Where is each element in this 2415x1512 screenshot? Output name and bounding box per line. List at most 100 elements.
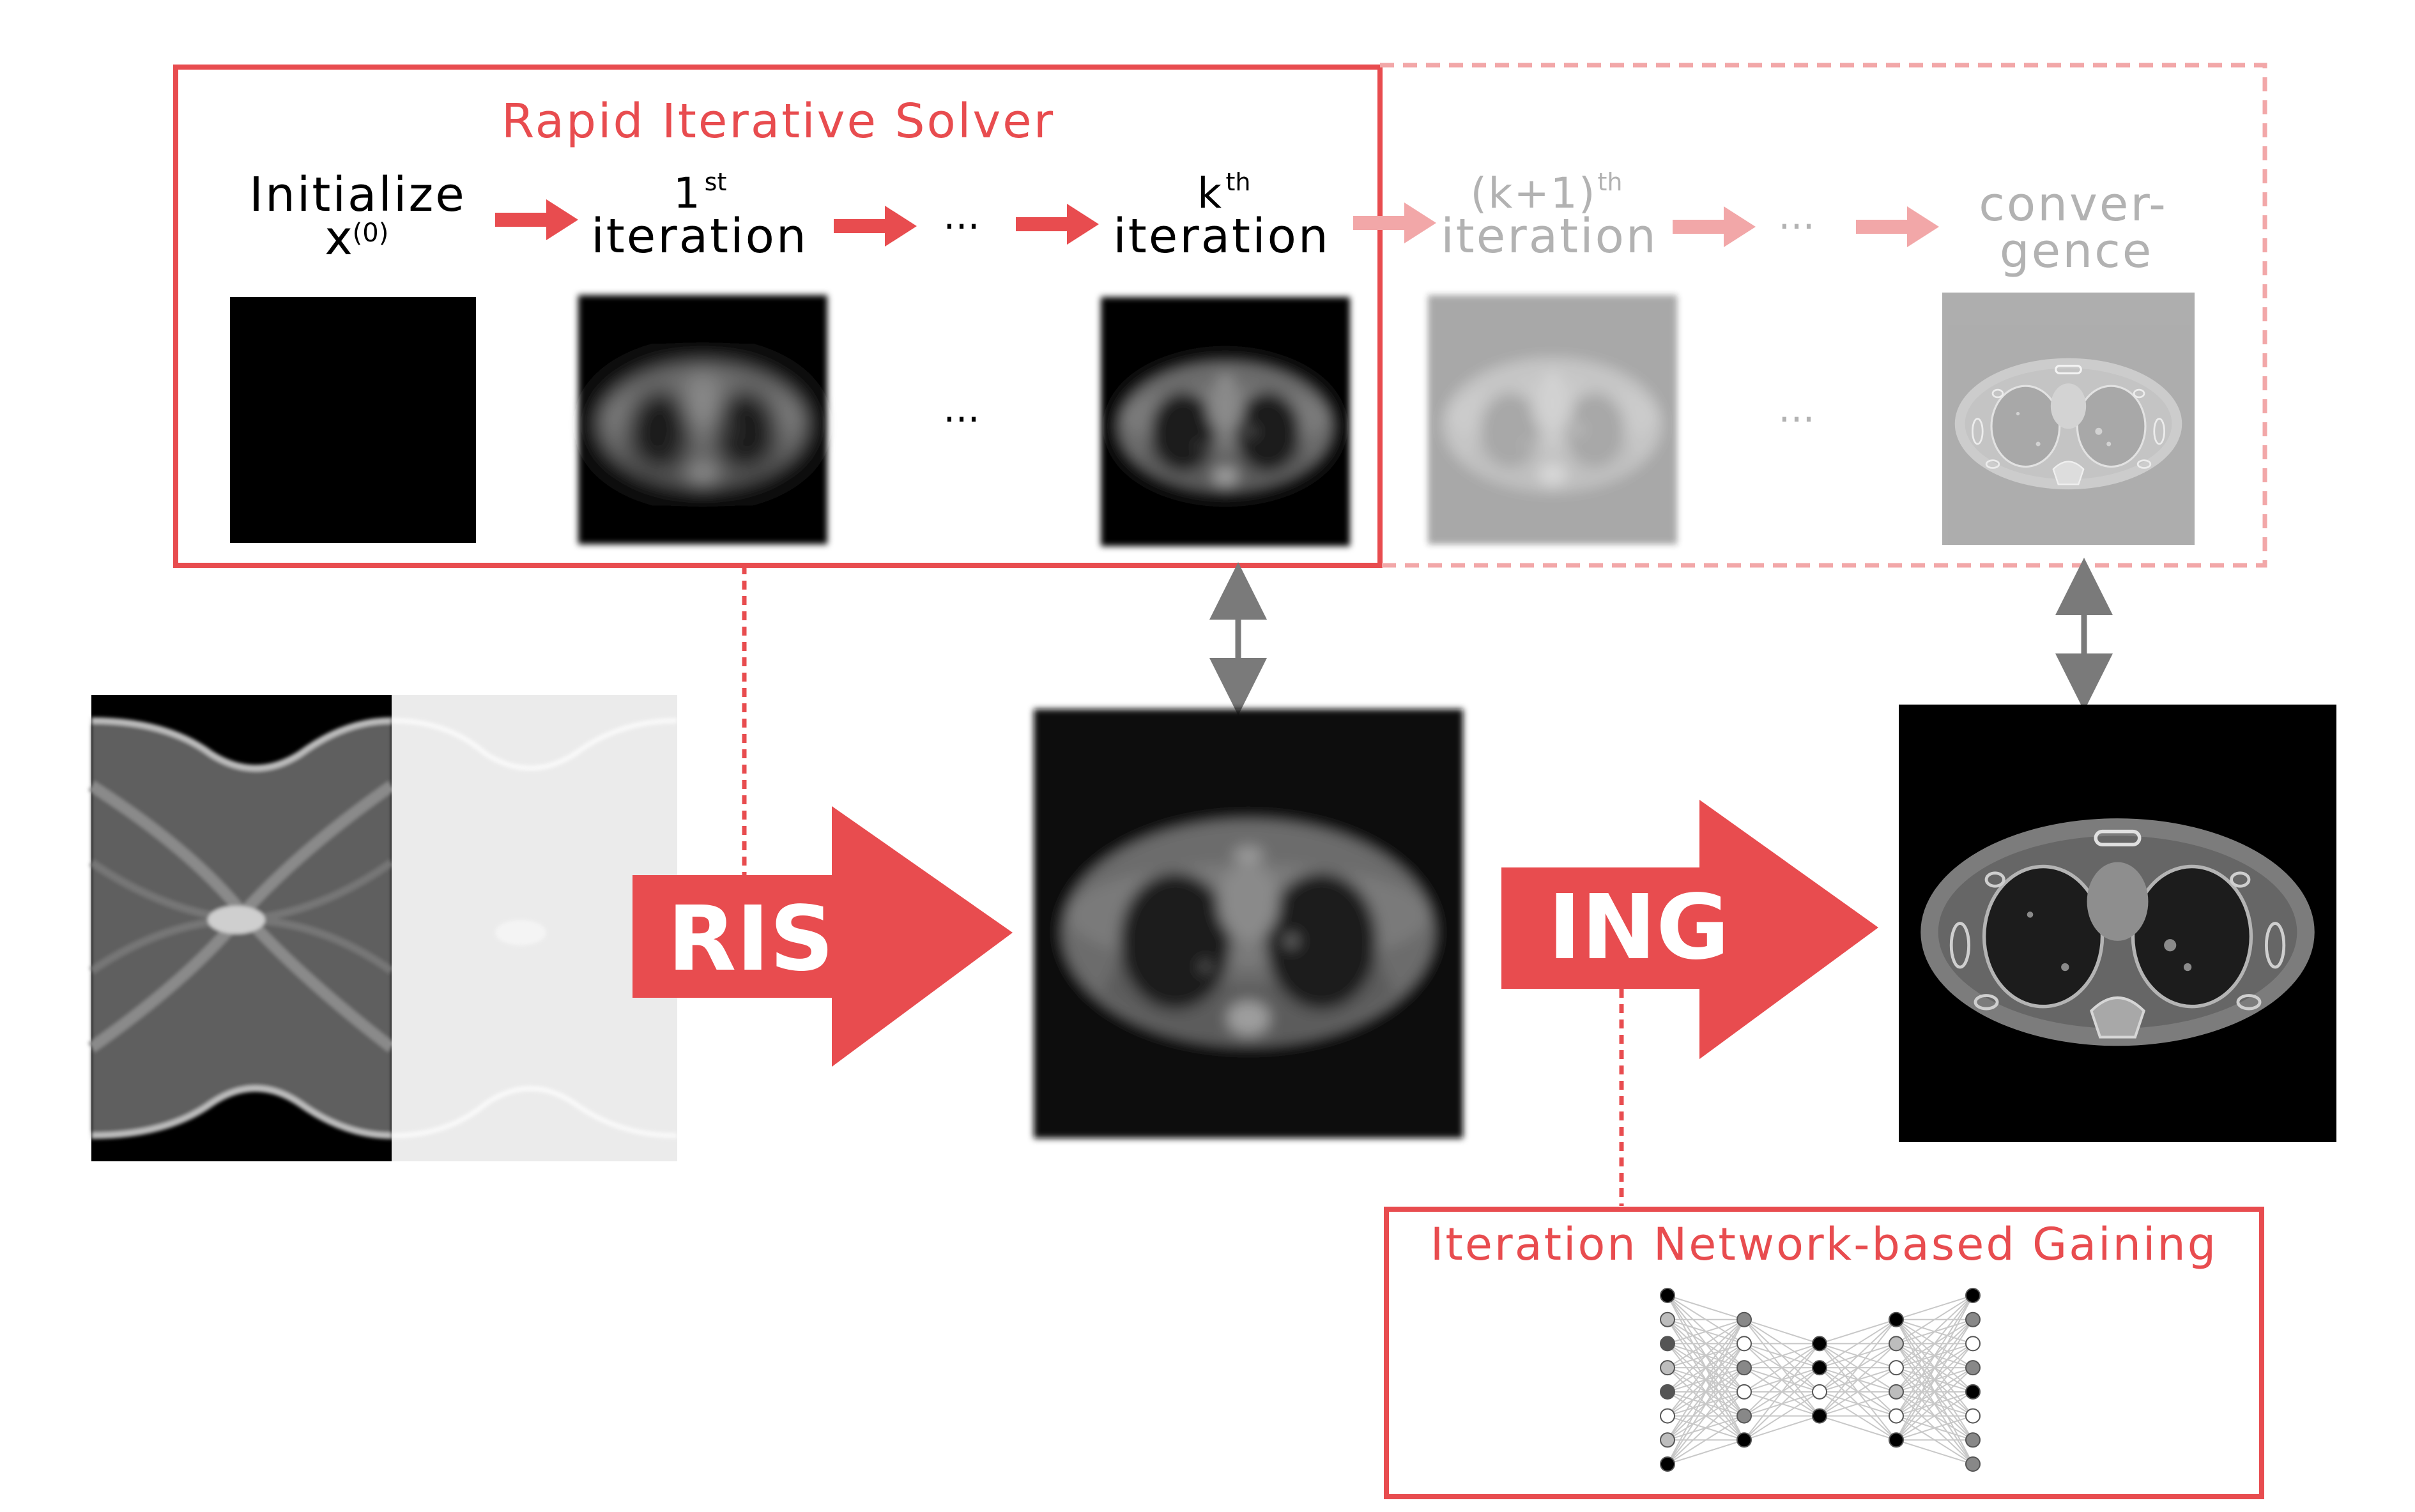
network-edge (1744, 1415, 1820, 1441)
ellipsis-top-1: ... (943, 194, 979, 238)
iterk1-word: iteration (1441, 209, 1658, 264)
network-node (1889, 1360, 1904, 1376)
network-node (1812, 1360, 1827, 1376)
network-node (1965, 1456, 1981, 1472)
network-edge (1667, 1318, 1745, 1393)
small-arrow-4-faded (1353, 202, 1436, 243)
network-edge (1744, 1343, 1820, 1393)
network-node (1812, 1384, 1827, 1400)
ellipsis-mid-1: ... (943, 386, 979, 431)
network-node (1736, 1311, 1752, 1327)
small-arrow-2 (834, 206, 917, 247)
network-node (1736, 1384, 1752, 1400)
solver-box (173, 65, 1383, 568)
iter1-image (578, 295, 827, 544)
ris-output-image (1034, 709, 1463, 1138)
network-node (1889, 1336, 1904, 1352)
network-edge (1667, 1318, 1745, 1345)
network-edge (1667, 1319, 1745, 1417)
solver-title: Rapid Iterative Solver (502, 94, 1055, 149)
convergence-image-faded (1942, 293, 2195, 545)
network-edge (1744, 1343, 1820, 1417)
network-edge (1667, 1415, 1745, 1465)
network-node (1736, 1360, 1752, 1376)
network-node (1736, 1432, 1752, 1448)
network-node (1660, 1408, 1675, 1424)
network-edge (1819, 1319, 1897, 1417)
network-node (1889, 1384, 1904, 1400)
sinogram-processed (391, 695, 678, 1161)
network-node (1660, 1360, 1675, 1376)
network-edge (1667, 1319, 1745, 1440)
network-node (1889, 1432, 1904, 1448)
init-sup: (0) (353, 218, 389, 248)
network-node (1660, 1311, 1675, 1327)
network-node (1736, 1336, 1752, 1352)
small-arrow-6-faded (1856, 206, 1939, 247)
network-edge (1896, 1439, 1974, 1465)
network-edge (1744, 1367, 1820, 1441)
network-edge (1896, 1295, 1974, 1440)
network-node (1889, 1408, 1904, 1424)
network-edge (1819, 1415, 1897, 1441)
init-label-line2: x (325, 211, 353, 266)
network-node (1812, 1408, 1827, 1424)
network-node (1965, 1432, 1981, 1448)
network-edge (1667, 1343, 1745, 1465)
network-node (1965, 1408, 1981, 1424)
small-arrow-1 (495, 199, 578, 240)
network-node (1660, 1288, 1675, 1303)
network-edge (1744, 1318, 1820, 1345)
network-edge (1667, 1367, 1745, 1465)
init-label-line1: Initialize (249, 167, 466, 222)
network-node (1965, 1384, 1981, 1400)
network-edge (1667, 1439, 1745, 1465)
network-edge (1819, 1318, 1897, 1368)
network-node (1660, 1336, 1675, 1352)
network-graph (1660, 1288, 1981, 1472)
iter1-num: 1 (673, 169, 700, 218)
network-node (1660, 1384, 1675, 1400)
network-edge (1896, 1343, 1974, 1440)
ing-output-image (1899, 705, 2336, 1142)
ing-arrow (1501, 800, 1878, 1059)
ellipsis-top-2: ... (1778, 194, 1814, 238)
network-node (1660, 1432, 1675, 1448)
iterk-sup: th (1226, 168, 1251, 196)
network-edge (1819, 1318, 1897, 1393)
init-image (230, 297, 476, 543)
network-edge (1667, 1319, 1745, 1465)
network-node (1965, 1311, 1981, 1327)
network-edge (1896, 1391, 1974, 1441)
network-node (1812, 1336, 1827, 1352)
network-node (1965, 1360, 1981, 1376)
convergence-line2: gence (2000, 224, 2154, 279)
ellipsis-mid-2: ... (1778, 386, 1814, 431)
network-edge (1819, 1391, 1897, 1417)
network-node (1965, 1336, 1981, 1352)
network-node (1736, 1408, 1752, 1424)
network-edge (1896, 1295, 1974, 1320)
network-edge (1896, 1295, 1974, 1368)
iterk1-sup: th (1598, 168, 1623, 196)
network-edge (1667, 1318, 1745, 1368)
ris-label: RIS (668, 887, 834, 991)
iter1-sup: st (705, 168, 727, 196)
network-edge (1744, 1343, 1820, 1440)
iter1-word: iteration (591, 209, 808, 264)
network-edge (1896, 1415, 1974, 1441)
convergence-line1: conver- (1979, 177, 2168, 232)
network-edge (1896, 1319, 1974, 1440)
network-title: Iteration Network-based Gaining (1430, 1218, 2218, 1271)
network-box (1384, 1207, 2264, 1499)
network-edge (1667, 1391, 1745, 1465)
iterk1-image-faded (1428, 295, 1677, 544)
network-edge (1896, 1367, 1974, 1441)
network-node (1660, 1456, 1675, 1472)
ris-arrow (632, 806, 1013, 1067)
network-edge (1667, 1295, 1745, 1320)
small-arrow-5-faded (1673, 206, 1756, 247)
network-edge (1744, 1343, 1820, 1369)
network-node (1965, 1288, 1981, 1303)
